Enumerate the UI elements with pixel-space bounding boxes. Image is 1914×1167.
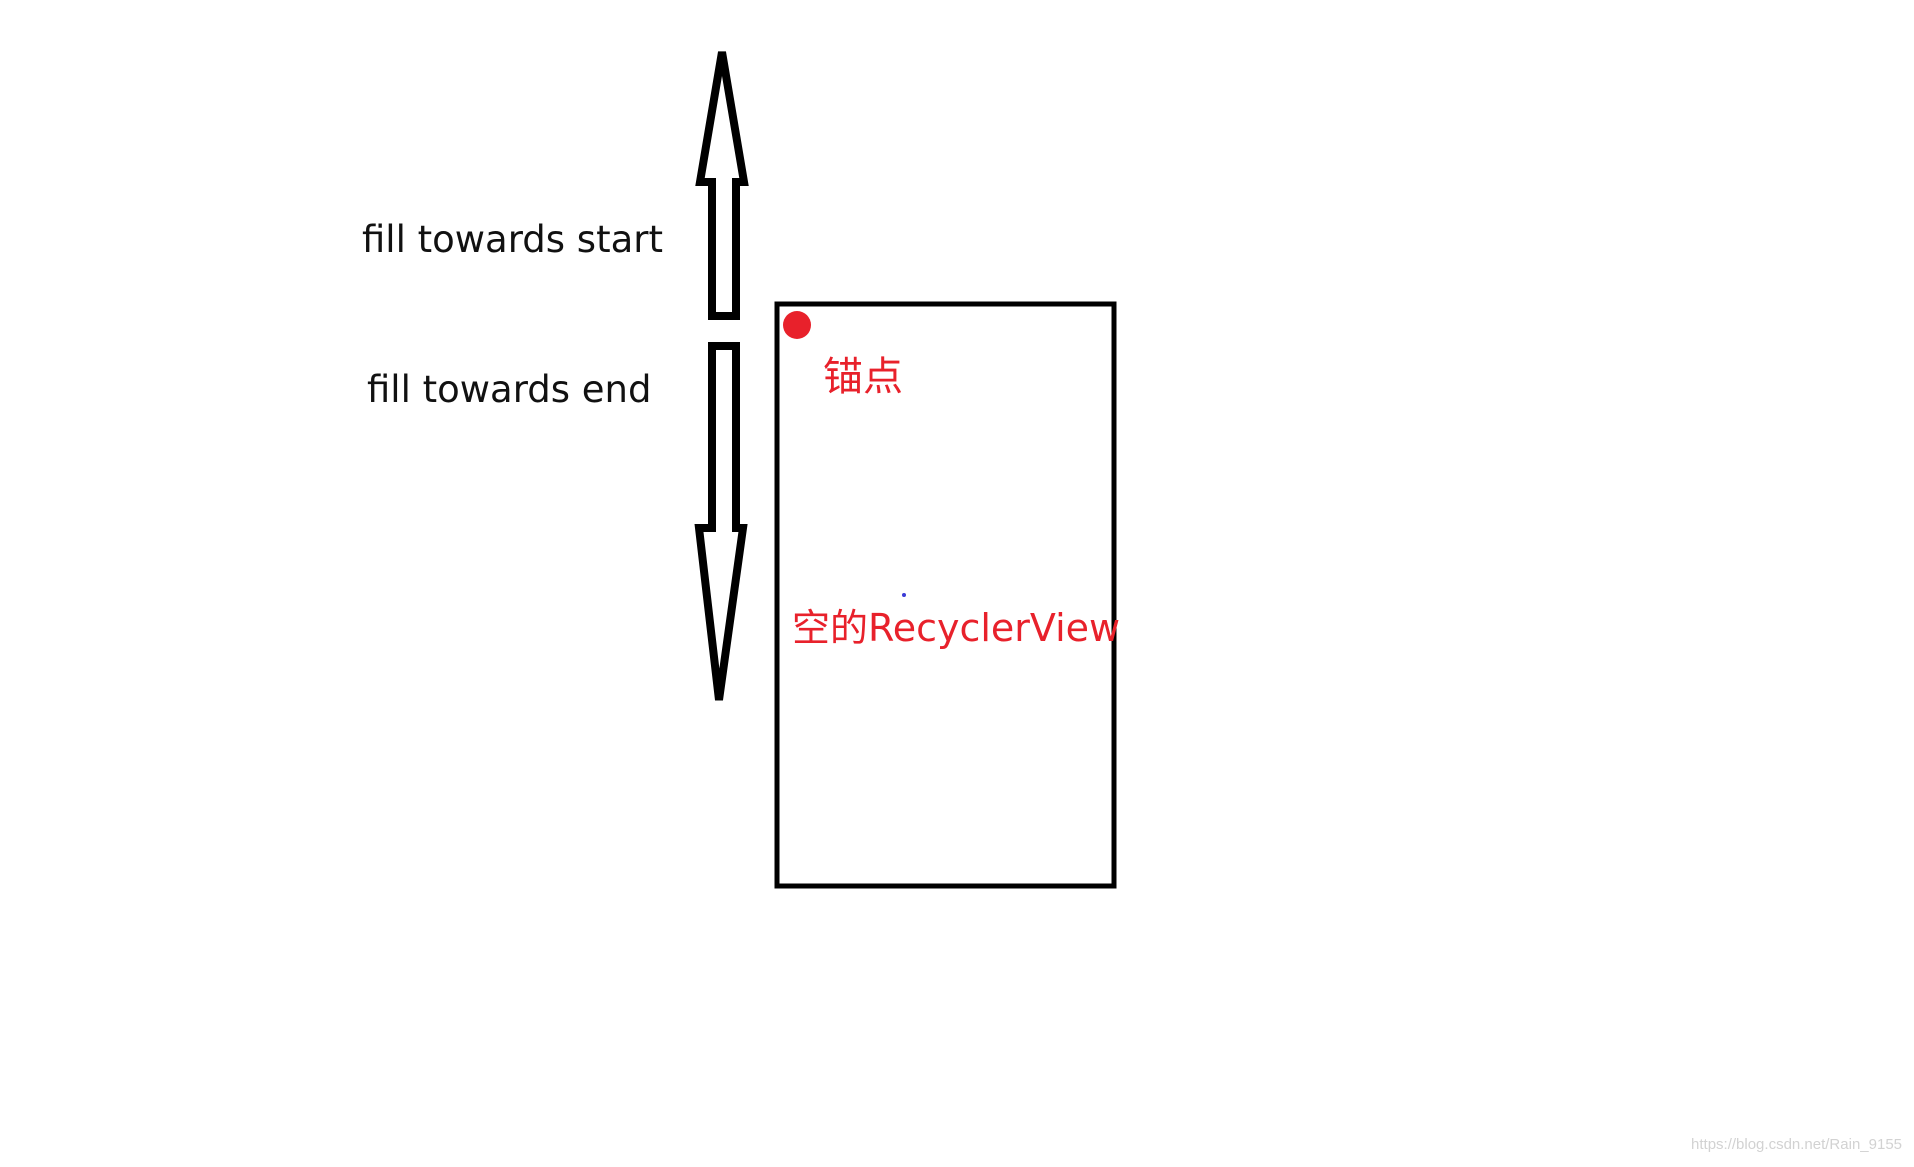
anchor-point xyxy=(783,311,811,339)
up-arrow-icon xyxy=(695,51,749,320)
fill-towards-end-label: fill towards end xyxy=(367,368,652,411)
anchor-label: 锚点 xyxy=(823,354,903,400)
recycler-view-label: 空的RecyclerView xyxy=(792,606,1121,650)
center-dot xyxy=(902,593,906,597)
fill-towards-start-label: fill towards start xyxy=(362,218,663,261)
down-arrow-icon xyxy=(694,342,748,701)
recycler-view-box xyxy=(774,301,1117,889)
watermark: https://blog.csdn.net/Rain_9155 xyxy=(1691,1136,1902,1153)
